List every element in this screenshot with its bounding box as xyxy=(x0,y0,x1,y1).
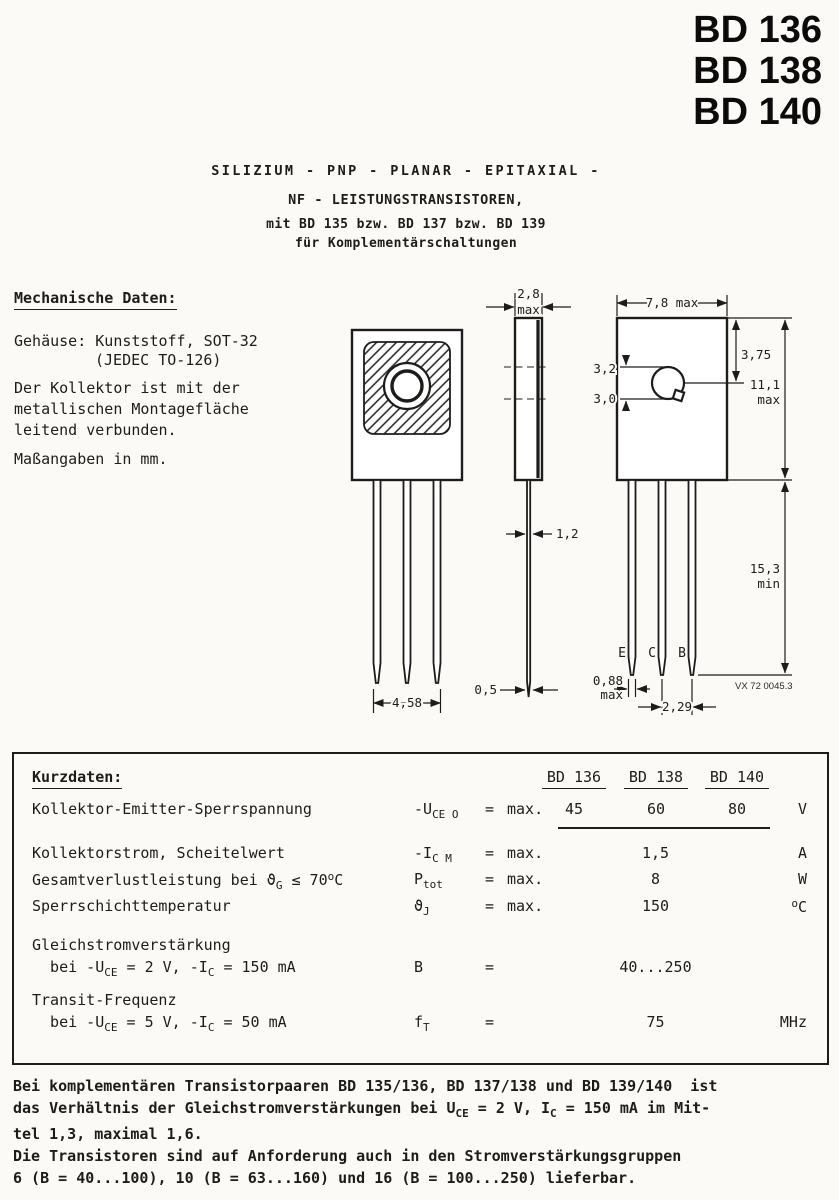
lead xyxy=(402,479,412,684)
row-eq: = xyxy=(485,870,495,888)
mechanical-drawing: 4,58 2,8 max 1,2 0,5 7,8 max xyxy=(350,285,793,716)
column-header-bd138: BD 138 xyxy=(624,768,688,789)
collector-note: Der Kollektor ist mit der metallischen M… xyxy=(14,379,249,439)
pin-label-c: C xyxy=(648,646,656,661)
lead xyxy=(432,479,442,684)
row-label-conditions: bei -UCE = 5 V, -IC = 50 mA xyxy=(32,1013,287,1034)
row-max: max. xyxy=(507,870,544,888)
dim-lead-length-min: min xyxy=(757,576,780,591)
row-value-bd140: 80 xyxy=(727,800,747,818)
front-view: 4,58 xyxy=(350,328,464,713)
row-symbol: B xyxy=(414,958,424,976)
dim-front-lead-span: 4,58 xyxy=(392,695,422,710)
side-view: 2,8 max 1,2 0,5 xyxy=(472,285,580,699)
row-symbol: -UCE O xyxy=(414,800,459,821)
row-value: 1,5 xyxy=(641,844,670,862)
drawing-doc-number: VX 72 0045.3 xyxy=(735,681,793,692)
dim-hole-bottom: 3,0 xyxy=(593,391,616,406)
lead xyxy=(372,479,382,684)
part-numbers: BD 136 BD 138 BD 140 xyxy=(693,10,822,133)
row-value: 150 xyxy=(641,897,670,915)
row-value: 40...250 xyxy=(619,958,692,976)
column-header-bd136: BD 136 xyxy=(542,768,606,789)
table-row: Kollektorstrom, Scheitelwert -IC M = max… xyxy=(14,844,827,868)
dim-side-thickness: 2,8 xyxy=(517,286,540,301)
row-unit: oC xyxy=(791,897,807,916)
dim-side-thickness-max: max xyxy=(517,302,540,317)
row-eq: = xyxy=(485,897,495,915)
row-max: max. xyxy=(507,897,544,915)
row-value: 75 xyxy=(646,1013,665,1031)
row-eq: = xyxy=(485,844,495,862)
column-header-bd140: BD 140 xyxy=(705,768,769,789)
row-symbol: ϑJ xyxy=(414,897,430,918)
row-value-bd136: 45 xyxy=(564,800,584,818)
mounting-hole-inner xyxy=(390,369,424,403)
dim-lead-tip: 0,5 xyxy=(474,682,497,697)
row-unit: A xyxy=(797,844,807,862)
row-unit: V xyxy=(797,800,807,818)
lead-emitter xyxy=(627,479,637,676)
dim-body-height: 11,1 xyxy=(750,377,780,392)
dim-lead-width-max: max xyxy=(600,687,623,702)
part-number-bd140: BD 140 xyxy=(693,91,822,133)
title-line-3: mit BD 135 bzw. BD 137 bzw. BD 139 xyxy=(266,217,546,232)
table-row: Gleichstromverstärkung bei -UCE = 2 V, -… xyxy=(14,936,827,984)
dim-body-height-max: max xyxy=(757,392,780,407)
hole-notch xyxy=(671,388,686,403)
kurzdaten-table: Kurzdaten: BD 136 BD 138 BD 140 Kollekto… xyxy=(12,752,829,1065)
dim-lead-width: 0,88 xyxy=(593,673,623,688)
lead-base xyxy=(687,479,697,676)
title-block: SILIZIUM - PNP - PLANAR - EPITAXIAL - NF… xyxy=(0,163,812,251)
pin-label-b: B xyxy=(678,646,686,661)
mechanical-heading: Mechanische Daten: xyxy=(14,289,177,310)
dim-hole-top: 3,2 xyxy=(593,361,616,376)
dimensions-note: Maßangaben in mm. xyxy=(14,450,168,468)
lead-side xyxy=(526,479,532,698)
dim-lead-pitch: 2,29 xyxy=(662,699,692,714)
row-label-conditions: bei -UCE = 2 V, -IC = 150 mA xyxy=(32,958,296,979)
title-line-1: SILIZIUM - PNP - PLANAR - EPITAXIAL - xyxy=(211,163,601,179)
note-gain-groups: Die Transistoren sind auf Anforderung au… xyxy=(13,1147,682,1187)
jedec-type: (JEDEC TO-126) xyxy=(95,351,222,369)
table-row: Sperrschichttemperatur ϑJ = max. 150 oC xyxy=(14,897,827,921)
row-symbol: Ptot xyxy=(414,870,443,891)
row-label: Gleichstromverstärkung xyxy=(32,936,231,954)
dim-back-width: 7,8 max xyxy=(646,295,699,310)
title-line-2: NF - LEISTUNGSTRANSISTOREN, xyxy=(288,192,524,208)
back-view: 7,8 max 3,2 3,0 3,75 11,1 max 15,3 min E… xyxy=(591,293,793,716)
table-row: Transit-Frequenz bei -UCE = 5 V, -IC = 5… xyxy=(14,991,827,1039)
row-unit: W xyxy=(797,870,807,888)
table-row: Kollektor-Emitter-Sperrspannung -UCE O =… xyxy=(14,800,827,824)
row-label: Gesamtverlustleistung bei ϑG ≤ 70oC xyxy=(32,870,344,892)
lead-collector xyxy=(657,479,667,676)
row-unit: MHz xyxy=(779,1013,807,1031)
row-value: 8 xyxy=(650,870,661,888)
pin-label-e: E xyxy=(618,646,626,661)
values-underline xyxy=(558,827,770,829)
row-eq: = xyxy=(485,1013,495,1031)
kurzdaten-heading: Kurzdaten: xyxy=(32,768,123,789)
dim-lead-length: 15,3 xyxy=(750,561,780,576)
row-label: Kollektor-Emitter-Sperrspannung xyxy=(32,800,312,818)
case-type: Gehäuse: Kunststoff, SOT-32 xyxy=(14,332,258,350)
part-number-bd138: BD 138 xyxy=(693,50,822,92)
row-value-bd138: 60 xyxy=(646,800,666,818)
row-symbol: -IC M xyxy=(414,844,452,865)
table-row: Gesamtverlustleistung bei ϑG ≤ 70oC Ptot… xyxy=(14,870,827,894)
row-label: Transit-Frequenz xyxy=(32,991,177,1009)
row-eq: = xyxy=(485,800,495,818)
row-symbol: fT xyxy=(414,1013,430,1034)
row-max: max. xyxy=(507,800,544,818)
note-complementary-pairs: Bei komplementären Transistorpaaren BD 1… xyxy=(13,1077,718,1143)
row-label: Kollektorstrom, Scheitelwert xyxy=(32,844,285,862)
dim-lead-thickness: 1,2 xyxy=(556,526,579,541)
dim-hole-offset: 3,75 xyxy=(741,347,771,362)
row-max: max. xyxy=(507,844,544,862)
row-label: Sperrschichttemperatur xyxy=(32,897,231,915)
title-line-4: für Komplementärschaltungen xyxy=(294,236,518,251)
row-eq: = xyxy=(485,958,495,976)
part-number-bd136: BD 136 xyxy=(693,9,822,51)
